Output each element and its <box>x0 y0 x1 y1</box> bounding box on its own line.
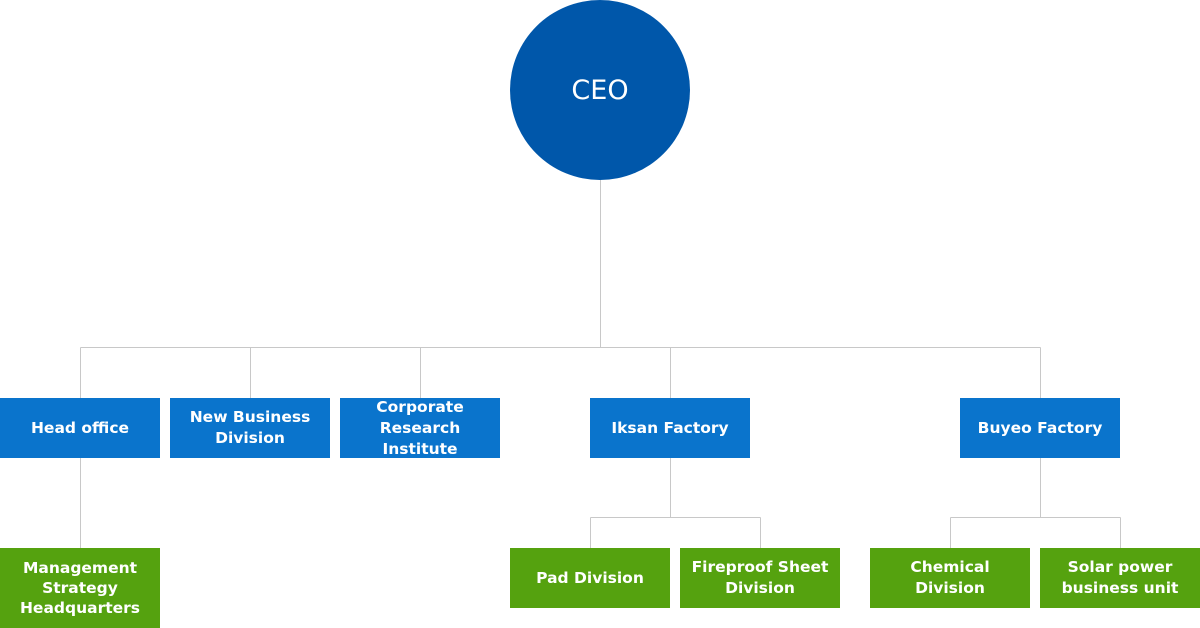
chemical-division-label: Chemical Division <box>910 558 990 597</box>
corporate-research-institute-node: Corporate Research Institute <box>340 398 500 458</box>
ceo-node: CEO <box>510 0 690 180</box>
corporate-research-institute-label: Corporate Research Institute <box>376 397 464 458</box>
pad-division-node: Pad Division <box>510 548 670 608</box>
management-strategy-hq-label: Management Strategy Headquarters <box>19 559 141 617</box>
new-business-division-node: New Business Division <box>170 398 330 458</box>
solar-power-business-unit-node: Solar power business unit <box>1040 548 1200 608</box>
new-business-division-label: New Business Division <box>189 408 311 447</box>
buyeo-factory-node: Buyeo Factory <box>960 398 1120 458</box>
iksan-factory-label: Iksan Factory <box>611 418 729 437</box>
fireproof-sheet-division-label: Fireproof Sheet Division <box>691 558 829 597</box>
pad-division-label: Pad Division <box>536 568 644 587</box>
solar-power-business-unit-label: Solar power business unit <box>1061 558 1179 597</box>
iksan-factory-node: Iksan Factory <box>590 398 750 458</box>
chemical-division-node: Chemical Division <box>870 548 1030 608</box>
ceo-label: CEO <box>571 74 629 106</box>
head-office-label: Head office <box>30 418 130 437</box>
buyeo-factory-label: Buyeo Factory <box>977 418 1103 437</box>
head-office-node: Head office <box>0 398 160 458</box>
management-strategy-hq-node: Management Strategy Headquarters <box>0 548 160 628</box>
fireproof-sheet-division-node: Fireproof Sheet Division <box>680 548 840 608</box>
